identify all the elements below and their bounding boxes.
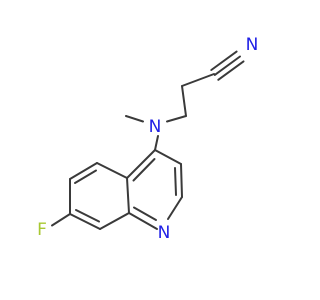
nitrile-nitrogen-label: N [246, 35, 259, 55]
amine-nitrogen-label: N [149, 117, 162, 137]
bond-c4a-c4-double [132, 158, 156, 182]
bonds [51, 50, 245, 230]
bond-c4-c3 [154, 149, 182, 165]
bond-c2-c3-double [174, 167, 177, 196]
bond-c5-c6-double [74, 169, 97, 184]
bond-c8-c8a [99, 212, 130, 230]
bond-c7-c8-double [75, 209, 100, 223]
bond-n-c4 [154, 135, 159, 151]
bond-nitrile-triple-1 [213, 55, 241, 76]
bond-c8a-c4a [126, 177, 130, 214]
bond-chain-c2-c1 [181, 85, 187, 117]
bond-chain-c1-cn [181, 73, 215, 87]
bond-nitrile-triple-2 [210, 50, 238, 71]
fluorine-label: F [37, 220, 47, 240]
bond-chain-n-c2 [166, 115, 187, 123]
atom-labels: N N N F [37, 35, 258, 243]
molecule-diagram: N N N F [37, 35, 258, 243]
bond-c7-c8 [69, 213, 101, 230]
bond-n1-c8a-double [133, 206, 157, 221]
bond-methyl [125, 115, 144, 123]
bond-c5-c6 [69, 162, 98, 180]
bond-c4a-c4 [126, 149, 156, 179]
bond-nitrile-triple-3 [217, 60, 245, 81]
ring-nitrogen-label: N [158, 223, 171, 243]
bond-n1-c8a [128, 212, 158, 230]
bond-c2-n1 [167, 196, 183, 220]
bond-c3-c2 [180, 163, 183, 198]
bond-c7-f [51, 213, 71, 227]
bond-c4a-c5 [96, 162, 128, 179]
